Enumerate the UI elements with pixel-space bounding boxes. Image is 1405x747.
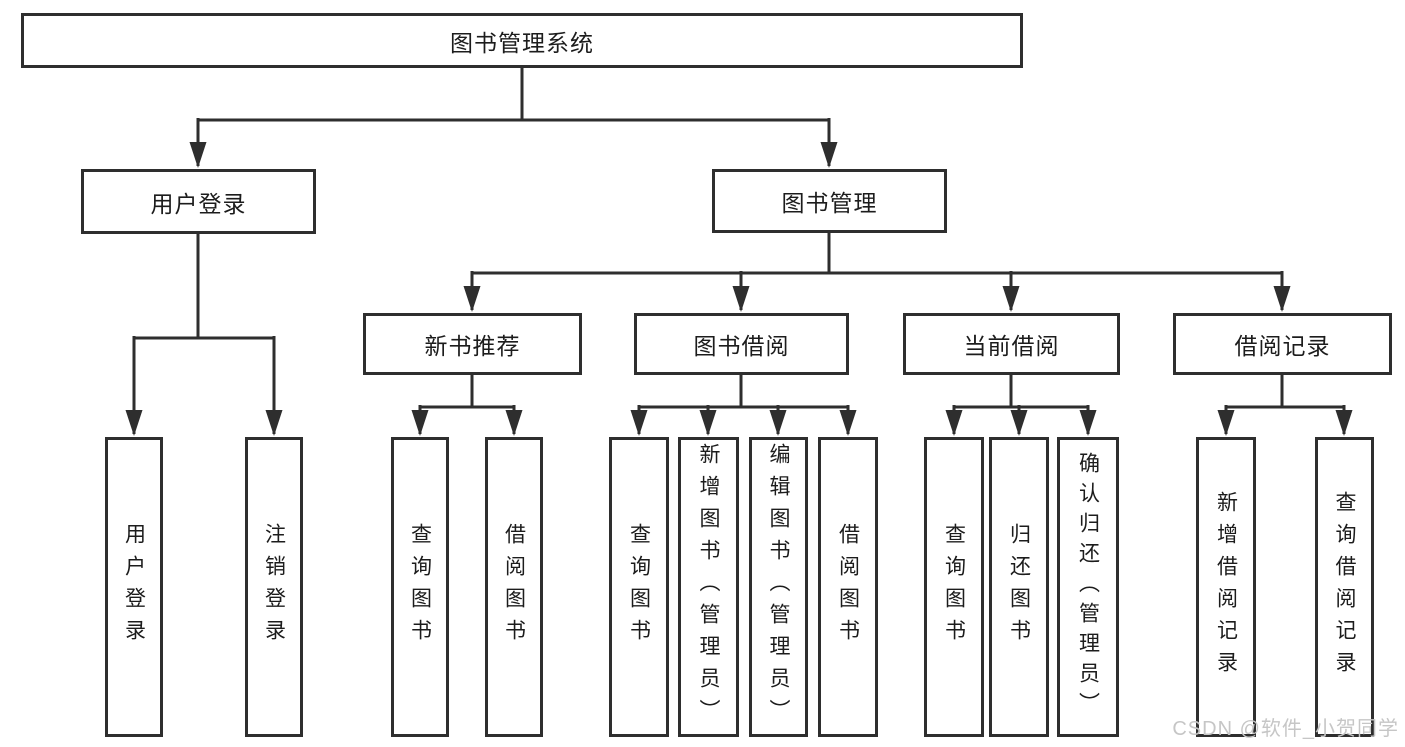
- leaf-edit-book-admin: 编辑图书（管理员）: [749, 437, 808, 737]
- node-new-book-recommendation: 新书推荐: [363, 313, 582, 375]
- node-label: 查询图书: [408, 523, 432, 651]
- node-label: 新增借阅记录: [1214, 491, 1238, 683]
- node-label: 查询图书: [942, 523, 966, 651]
- node-label: 新增图书（管理员）: [697, 443, 720, 731]
- leaf-query-borrow-record: 查询借阅记录: [1315, 437, 1374, 737]
- leaf-query-book-current: 查询图书: [924, 437, 984, 737]
- node-user-login-group: 用户登录: [81, 169, 316, 234]
- node-label: 新书推荐: [424, 333, 521, 359]
- leaf-confirm-return-admin: 确认归还（管理员）: [1057, 437, 1119, 737]
- node-label: 查询借阅记录: [1333, 491, 1356, 683]
- node-label: 注销登录: [262, 523, 286, 651]
- node-label: 确认归还（管理员）: [1076, 452, 1100, 722]
- node-label: 图书管理: [781, 190, 878, 216]
- node-label: 归还图书: [1007, 523, 1031, 651]
- leaf-user-login: 用户登录: [105, 437, 163, 737]
- node-label: 图书管理系统: [450, 29, 594, 56]
- node-label: 用户登录: [150, 190, 247, 217]
- node-label: 用户登录: [122, 523, 146, 651]
- node-borrowing-records: 借阅记录: [1173, 313, 1392, 375]
- node-book-borrowing: 图书借阅: [634, 313, 849, 375]
- leaf-borrow-book-recommendation: 借阅图书: [485, 437, 543, 737]
- leaf-borrow-book: 借阅图书: [818, 437, 878, 737]
- node-label: 编辑图书（管理员）: [767, 443, 790, 731]
- node-label: 借阅图书: [836, 523, 860, 651]
- node-label: 借阅记录: [1234, 333, 1331, 359]
- node-current-borrowing: 当前借阅: [903, 313, 1120, 375]
- node-book-management: 图书管理: [712, 169, 947, 233]
- node-label: 图书借阅: [693, 333, 790, 359]
- leaf-add-book-admin: 新增图书（管理员）: [678, 437, 739, 737]
- node-label: 查询图书: [627, 523, 651, 651]
- leaf-add-borrow-record: 新增借阅记录: [1196, 437, 1256, 737]
- leaf-logout: 注销登录: [245, 437, 303, 737]
- node-label: 借阅图书: [502, 523, 526, 651]
- node-label: 当前借阅: [963, 333, 1060, 359]
- node-library-system-root: 图书管理系统: [21, 13, 1023, 68]
- leaf-return-book: 归还图书: [989, 437, 1049, 737]
- csdn-watermark: CSDN @软件_小贺同学: [1172, 718, 1399, 740]
- leaf-query-book-borrowing: 查询图书: [609, 437, 669, 737]
- leaf-query-book-recommendation: 查询图书: [391, 437, 449, 737]
